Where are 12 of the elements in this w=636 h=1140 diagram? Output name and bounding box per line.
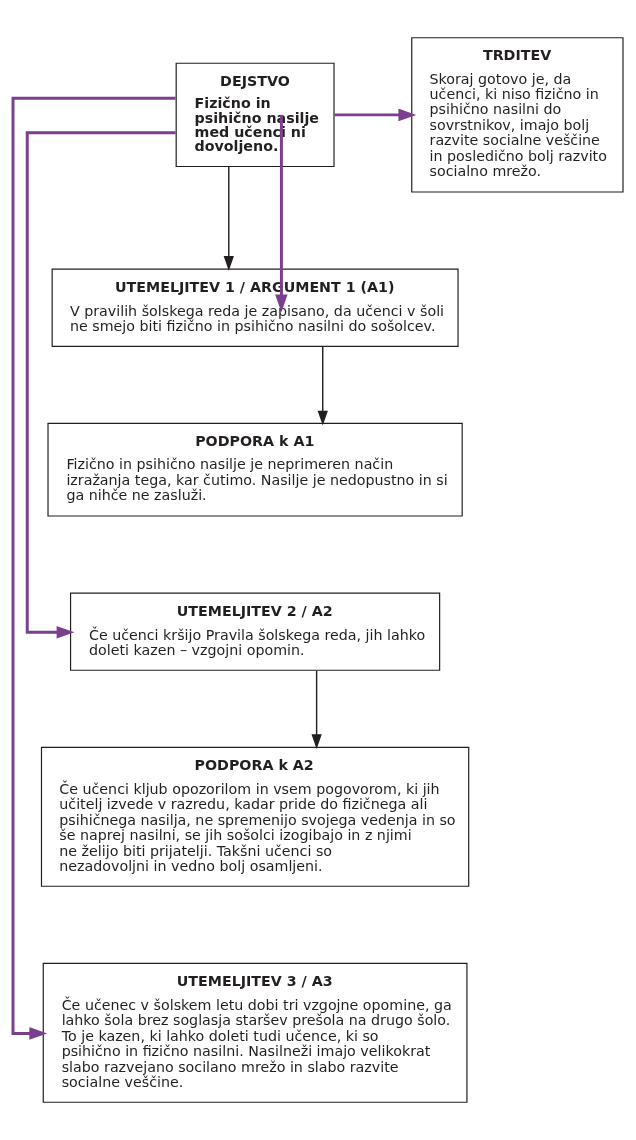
- arrow: [311, 670, 322, 749]
- node-box: UTEMELJITEV 2 / A2 Če učenci kršijo Pravila šolskega reda, jih lahko doleti kazen – vzgojni opomin.: [69, 592, 441, 671]
- arrow: [11, 96, 176, 1040]
- arrow: [25, 131, 176, 639]
- arrow: [275, 114, 288, 313]
- arrow: [334, 108, 417, 122]
- arrow: [223, 166, 234, 271]
- node-box: TRDITEV Skoraj gotovo je, da učenci, ki niso fizično in psihično nasilni do sovrstnikov, imajo bolj razvite socialne veščine in posledično bolj razvito socialno mrežo.: [411, 37, 624, 193]
- arrow: [317, 346, 328, 426]
- node-box: PODPORA k A1 Fizično in psihično nasilje je neprimeren način izražanja tega, kar čutimo. Nasilje je nedopustno in si ga nihče ne zasluži.: [47, 422, 463, 517]
- node-box: PODPORA k A2 Če učenci kljub opozorilom in vsem pogovorom, ki jih učitelj izvede v razredu, kadar pride do fizičnega ali psihičnega nasilja, ne spremenijo svojega vedenja in so še naprej nasilni, se jih sošolci izogibajo in z njimi ne želijo biti prijatelji. Takšni učenci so nezadovoljni in vedno bolj osamljeni.: [40, 746, 470, 887]
- node-box: UTEMELJITEV 3 / A3 Če učenec v šolskem letu dobi tri vzgojne opomine, ga lahko šola brez soglasja staršev prešola na drugo šolo. To je kazen, ki lahko doleti tudi učence, ki so psihično in fizično nasilni. Nasilneži imajo velikokrat slabo razvejano socilano mrežo in slabo razvite socialne veščine.: [42, 962, 468, 1103]
